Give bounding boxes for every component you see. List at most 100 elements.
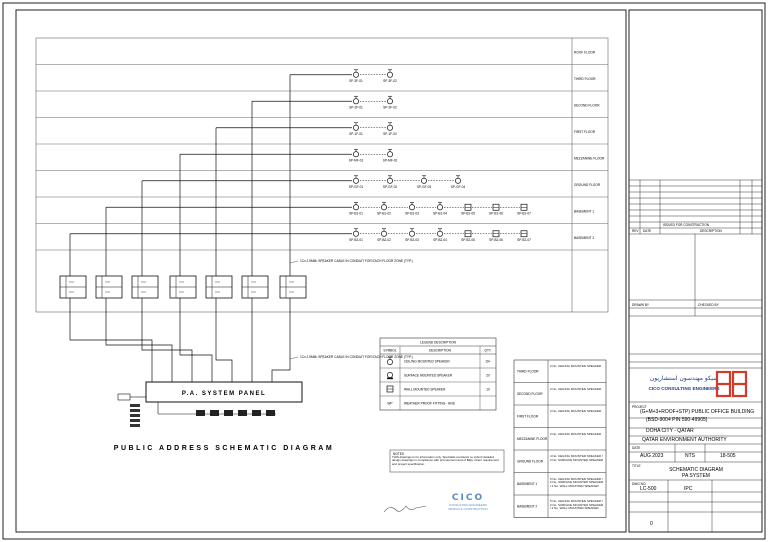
- notes-body-wrap: THIS drawings is for information only. S…: [392, 456, 499, 466]
- speaker-tag: SP-1F-02: [383, 132, 397, 136]
- zone-table-floor: MEZZANINE FLOOR: [517, 437, 548, 441]
- drawn-label: DRAWN BY: [632, 303, 650, 307]
- riser-cables: [69, 74, 291, 276]
- ceiling-speaker-icon: [437, 201, 443, 211]
- ceiling-speaker-icon: [387, 95, 393, 105]
- ceiling-speaker-icon: [353, 95, 359, 105]
- zone-table-desc: 5 No. CEILING MOUNTED SPEAKER / 2 No. SU…: [550, 500, 604, 511]
- rev-header-date: DATE: [643, 229, 651, 233]
- rev-header-description: DESCRIPTION: [700, 229, 722, 233]
- speaker-tag: SP-GF-02: [383, 185, 398, 189]
- client-name: QATAR ENVIRONMENT AUTHORITY: [642, 437, 727, 443]
- zone-table-floor: GROUND FLOOR: [517, 459, 544, 463]
- ceiling-speaker-icon: [409, 228, 415, 237]
- floor-grid: [35, 37, 609, 313]
- legend-qty: 20: [486, 373, 490, 377]
- zone-box: [59, 275, 87, 299]
- zone-table-desc: 4 No. CEILING MOUNTED SPEAKER / 2 No. SU…: [550, 455, 604, 462]
- ceiling-speaker-icon: [353, 228, 359, 237]
- speaker-tag: SP-B2-03: [405, 238, 419, 242]
- ceiling-speaker-icon: [421, 175, 427, 184]
- speaker-tag: SP-1F-01: [349, 132, 363, 136]
- speaker-tag: SP-3F-02: [383, 79, 397, 83]
- ceiling-speaker-icon: [464, 203, 472, 211]
- speaker-tag: SP-B2-04: [433, 238, 447, 242]
- rev-header-rev: REV: [632, 229, 639, 233]
- legend-title: LEGEND DESCRIPTION: [420, 341, 456, 345]
- zone-panel-cable: [105, 298, 173, 382]
- speaker-tag: SP-B2-01: [349, 238, 363, 242]
- signature: [383, 505, 427, 513]
- zone-panel-cable: [179, 298, 213, 382]
- title-block-border: [628, 9, 763, 533]
- stamp-line2: DESIGN & CONSTRUCTION: [448, 507, 487, 511]
- speaker-tag: SP-B1-03: [405, 211, 419, 215]
- sheet-value: 18-505: [720, 453, 736, 459]
- drawing-title: SCHEMATIC DIAGRAM: [669, 467, 723, 473]
- legend-symbol-text-icon: WP: [387, 402, 392, 406]
- zone-table-floor: SECOND FLOOR: [517, 392, 543, 396]
- zone-panel-cable: [141, 298, 193, 382]
- zone-table-desc-wrap: 5 No. CEILING MOUNTED SPEAKER / 2 No. SU…: [550, 478, 603, 488]
- zone-panel-cable: [69, 298, 153, 382]
- zone-table-desc: 2 No. CEILING MOUNTED SPEAKER: [550, 387, 602, 391]
- date-label: DATE: [632, 446, 640, 450]
- floor-label: GROUND FLOOR: [574, 183, 601, 187]
- ceiling-speaker-icon: [353, 201, 359, 211]
- legend-table: LEGEND DESCRIPTION SYMBOL DESCRIPTION QT…: [379, 337, 497, 411]
- legend-description: WEATHER PROOF FITTING - HNS: [404, 401, 455, 405]
- speaker-tag: SP-B1-02: [377, 211, 391, 215]
- diagram-title: PUBLIC ADDRESS SCHEMATIC DIAGRAM: [114, 445, 334, 452]
- zone-box: [131, 275, 159, 299]
- dept-value: IPC: [684, 486, 693, 492]
- zone-table: THIRD FLOOR 2 No. CEILING MOUNTED SPEAKER…: [513, 359, 607, 518]
- ceiling-speaker-icon: [387, 148, 393, 158]
- zone-table-desc-wrap: 2 No. CEILING MOUNTED SPEAKER: [550, 365, 601, 368]
- zone-table-floor: BASEMENT 2: [517, 504, 537, 508]
- speaker-tag: SP-B1-06: [489, 211, 503, 215]
- cico-logo-icon: [715, 370, 748, 398]
- consultant-arabic: سيكو مهندسون استشاريون: [650, 375, 718, 382]
- zone-box: [205, 275, 233, 299]
- zone-table-floor: BASEMENT 1: [517, 482, 537, 486]
- speaker-tag: SP-B2-05: [461, 238, 475, 242]
- check-label: CHECKED BY: [698, 303, 720, 307]
- ceiling-speaker-icon: [492, 230, 500, 238]
- ceiling-speaker-icon: [381, 201, 387, 211]
- speaker-tag: SP-B1-07: [517, 211, 531, 215]
- ceiling-speaker-icon: [381, 228, 387, 237]
- riser-note-1-leader: [289, 260, 299, 264]
- stamp-logo: CICO: [452, 493, 484, 503]
- zone-panel-cable: [271, 298, 291, 382]
- title-label: TITLE: [632, 464, 641, 468]
- title-block: [629, 179, 762, 532]
- legend-qty: 19+: [485, 359, 491, 363]
- pa-panel-title: P.A. SYSTEM PANEL: [182, 391, 266, 397]
- ceiling-speaker-icon: [455, 175, 461, 184]
- zone-table-desc-wrap: 5 No. CEILING MOUNTED SPEAKER / 2 No. SU…: [550, 500, 604, 511]
- legend-description: SURFACE MOUNTED SPEAKER: [404, 373, 453, 377]
- zone-amplifiers: [59, 275, 307, 382]
- legend-qty: 10: [486, 387, 490, 391]
- cico-stamp: CICO CONSULTING ENGINEERS DESIGN & CONST…: [448, 493, 487, 511]
- floor-label: BASEMENT 2: [574, 236, 594, 240]
- speaker-tag: SP-2F-01: [349, 105, 363, 109]
- zone-table-desc-wrap: 2 No. CEILING MOUNTED SPEAKER: [550, 410, 601, 413]
- project-sub: (BSD-9004 PIN 590-49905): [646, 417, 708, 423]
- ceiling-speaker-icon: [492, 203, 500, 211]
- ceiling-speaker-icon: [353, 175, 359, 184]
- ceiling-speaker-icon: [353, 122, 359, 131]
- speaker-tag: SP-GF-01: [349, 185, 364, 189]
- speaker-tag: SP-B2-06: [489, 238, 503, 242]
- legend-symbol-surface-icon: [387, 372, 393, 380]
- dwg-number: LC-500: [640, 486, 657, 492]
- project-name: (G+M+3+ROOF+STP) PUBLIC OFFICE BUILDING: [640, 409, 754, 415]
- notes-title: NOTES: [393, 452, 404, 456]
- zone-panel-cable: [215, 298, 233, 382]
- zone-table-floor: THIRD FLOOR: [517, 369, 539, 373]
- speaker-tag: SP-GF-03: [417, 185, 432, 189]
- panel-peripherals: [117, 393, 276, 427]
